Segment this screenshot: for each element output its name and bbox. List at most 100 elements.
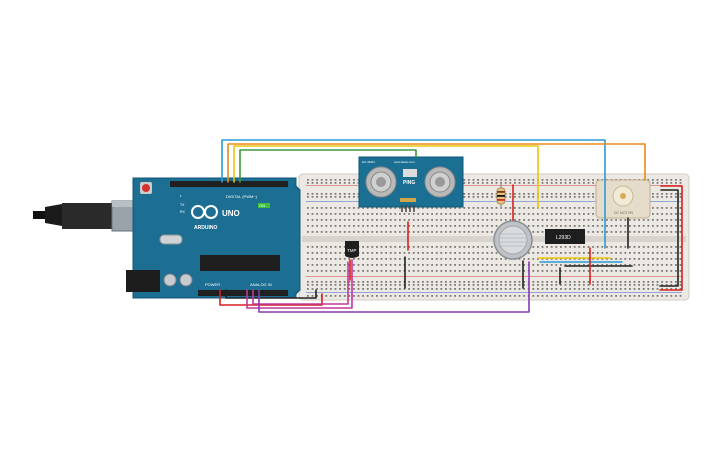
- breadboard-hole: [408, 264, 410, 266]
- breadboard-hole: [399, 252, 401, 254]
- breadboard-hole: [675, 258, 677, 260]
- breadboard-hole: [403, 213, 406, 215]
- breadboard-hole: [615, 284, 617, 286]
- breadboard-hole: [564, 213, 567, 215]
- breadboard-hole: [431, 264, 433, 266]
- breadboard-hole: [454, 219, 456, 221]
- breadboard-hole: [523, 264, 525, 266]
- breadboard-hole: [573, 288, 576, 290]
- breadboard-hole: [596, 179, 599, 181]
- breadboard-hole: [325, 219, 328, 221]
- breadboard-hole: [408, 252, 410, 254]
- breadboard-hole: [592, 225, 594, 227]
- breadboard-hole: [422, 270, 424, 272]
- breadboard-hole: [642, 288, 645, 290]
- breadboard-hole: [440, 225, 443, 227]
- breadboard-hole: [504, 270, 507, 272]
- breadboard-hole: [343, 179, 346, 181]
- breadboard-hole: [440, 207, 443, 209]
- breadboard-hole: [564, 264, 567, 266]
- breadboard-hole: [472, 225, 475, 227]
- breadboard-hole: [504, 284, 507, 286]
- breadboard-hole: [343, 281, 346, 283]
- breadboard-hole: [481, 207, 484, 209]
- breadboard-hole: [403, 295, 406, 297]
- breadboard-hole: [629, 258, 631, 260]
- breadboard-hole: [587, 219, 590, 221]
- breadboard-hole: [320, 288, 323, 290]
- breadboard-hole: [458, 231, 461, 233]
- breadboard-hole: [652, 270, 654, 272]
- breadboard-hole: [642, 246, 645, 248]
- breadboard-hole: [523, 258, 525, 260]
- breadboard-hole: [592, 281, 594, 283]
- breadboard-hole: [564, 193, 567, 195]
- breadboard-hole: [624, 270, 627, 272]
- breadboard-hole: [665, 196, 668, 198]
- breadboard-hole: [334, 182, 337, 184]
- breadboard-hole: [523, 281, 525, 283]
- breadboard-hole: [311, 213, 314, 215]
- breadboard-hole: [596, 219, 599, 221]
- breadboard-hole: [532, 193, 535, 195]
- breadboard-hole: [546, 213, 548, 215]
- breadboard-hole: [408, 246, 410, 248]
- breadboard-hole: [454, 270, 456, 272]
- breadboard-hole: [463, 284, 466, 286]
- breadboard-hole: [394, 213, 397, 215]
- breadboard-hole: [675, 281, 677, 283]
- breadboard-hole: [583, 284, 585, 286]
- breadboard-hole: [417, 295, 420, 297]
- breadboard-hole: [334, 207, 337, 209]
- breadboard-hole: [422, 213, 424, 215]
- breadboard-hole: [670, 207, 673, 209]
- breadboard-hole: [573, 213, 576, 215]
- breadboard-hole: [587, 207, 590, 209]
- breadboard-hole: [472, 270, 475, 272]
- breadboard-hole: [615, 270, 617, 272]
- temp-sensor-label: TMP: [347, 248, 357, 253]
- breadboard-hole: [366, 246, 369, 248]
- breadboard-hole: [652, 225, 654, 227]
- breadboard-hole: [481, 179, 484, 181]
- breadboard-hole: [472, 281, 475, 283]
- breadboard-hole: [537, 231, 539, 233]
- breadboard-hole: [463, 231, 466, 233]
- breadboard-hole: [491, 182, 493, 184]
- breadboard-hole: [500, 179, 502, 181]
- breadboard-hole: [399, 213, 401, 215]
- breadboard-hole: [504, 258, 507, 260]
- temperature-sensor: TMP: [345, 241, 359, 258]
- breadboard-hole: [316, 252, 318, 254]
- breadboard-hole: [468, 219, 470, 221]
- breadboard-hole: [353, 264, 355, 266]
- breadboard-hole: [555, 281, 558, 283]
- breadboard-hole: [518, 196, 521, 198]
- breadboard-hole: [518, 207, 521, 209]
- arduino-uno-board: UNO ARDUINO DIGITAL (PWM~) POWER ANALOG …: [33, 177, 301, 299]
- breadboard-hole: [380, 270, 383, 272]
- breadboard-hole: [633, 270, 636, 272]
- breadboard-hole: [417, 264, 420, 266]
- breadboard-hole: [615, 281, 617, 283]
- breadboard-hole: [403, 207, 406, 209]
- breadboard-hole: [541, 252, 544, 254]
- breadboard-hole: [537, 288, 539, 290]
- breadboard-hole: [518, 193, 521, 195]
- breadboard-hole: [412, 258, 415, 260]
- breadboard-hole: [449, 225, 452, 227]
- breadboard-hole: [339, 270, 341, 272]
- breadboard-hole: [389, 281, 392, 283]
- breadboard-hole: [422, 246, 424, 248]
- breadboard-hole: [541, 264, 544, 266]
- breadboard-hole: [353, 270, 355, 272]
- breadboard-hole: [523, 207, 525, 209]
- breadboard-hole: [633, 246, 636, 248]
- breadboard-hole: [431, 246, 433, 248]
- breadboard-hole: [463, 295, 466, 297]
- breadboard-hole: [394, 246, 397, 248]
- breadboard-hole: [422, 225, 424, 227]
- breadboard-hole: [606, 258, 608, 260]
- breadboard-hole: [550, 182, 553, 184]
- breadboard-hole: [523, 213, 525, 215]
